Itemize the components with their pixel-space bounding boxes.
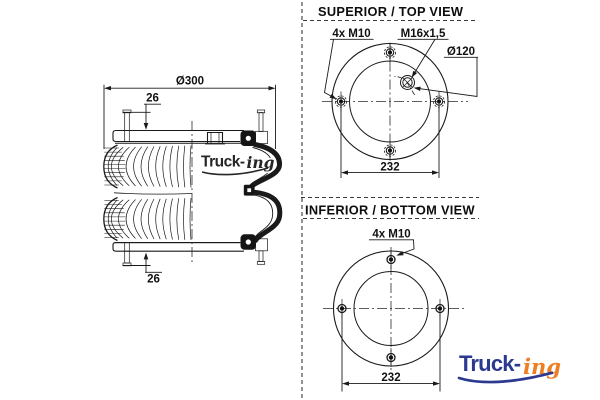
bolt-hole [383, 140, 396, 161]
dim-300-label: Ø300 [176, 76, 204, 88]
air-port-symbol [394, 75, 415, 96]
svg-text:4x M10: 4x M10 [372, 229, 410, 241]
logo-swoosh [457, 371, 554, 384]
top-view: SUPERIOR / TOP VIEW [318, 4, 478, 178]
dimension-overall-diameter: Ø300 [103, 76, 276, 149]
rubber-silhouette [240, 130, 283, 250]
logo-text-truck: Truck- [459, 351, 521, 376]
svg-text:M16x1,5: M16x1,5 [401, 28, 446, 40]
top-plate [112, 129, 244, 143]
watermark-text-ing: ing [247, 153, 275, 172]
bellows-texture [103, 144, 192, 242]
side-view: Ø300 26 [103, 76, 283, 286]
dimension-bolt-spacing-bottom: 232 [341, 313, 441, 392]
label-bolts-top-view: 4x M10 [324, 28, 374, 100]
bolt-hole [383, 42, 396, 63]
svg-text:232: 232 [380, 161, 399, 173]
watermark-swoosh [201, 167, 269, 176]
bottom-view: INFERIOR / BOTTOM VIEW 4x M10 [305, 203, 476, 392]
bolt-hole [386, 250, 396, 269]
bottom-studs [122, 238, 268, 267]
bolt-hole [386, 348, 396, 367]
bottom-plate [112, 242, 244, 252]
svg-text:Ø120: Ø120 [447, 46, 475, 58]
svg-text:4x M10: 4x M10 [332, 28, 370, 40]
air-fitting-boss [205, 131, 225, 145]
pitch-circle-arc [394, 76, 415, 96]
label-port-top-view: M16x1,5 [397, 28, 449, 78]
svg-text:232: 232 [381, 372, 400, 384]
label-bolts-bottom-view: 4x M10 [369, 229, 415, 256]
bottom-view-inner-circle [353, 271, 429, 346]
bolt-hole [432, 91, 445, 112]
watermark-text-truck: Truck- [201, 154, 245, 171]
dim-26-top-label: 26 [146, 93, 159, 105]
dimension-bolt-spacing-top: 232 [340, 108, 440, 178]
bottom-view-title: INFERIOR / BOTTOM VIEW [305, 203, 476, 218]
dimension-stud-bottom: 26 [122, 252, 162, 286]
label-pitch-circle: Ø120 [413, 46, 478, 98]
dim-26-bottom-label: 26 [147, 274, 160, 286]
brand-logo: Truck- ing [457, 351, 561, 384]
panel-dividers [301, 2, 479, 398]
dimension-stud-top: 26 [122, 93, 161, 130]
watermark-logo: Truck- ing [200, 152, 276, 176]
top-view-title: SUPERIOR / TOP VIEW [318, 4, 464, 19]
